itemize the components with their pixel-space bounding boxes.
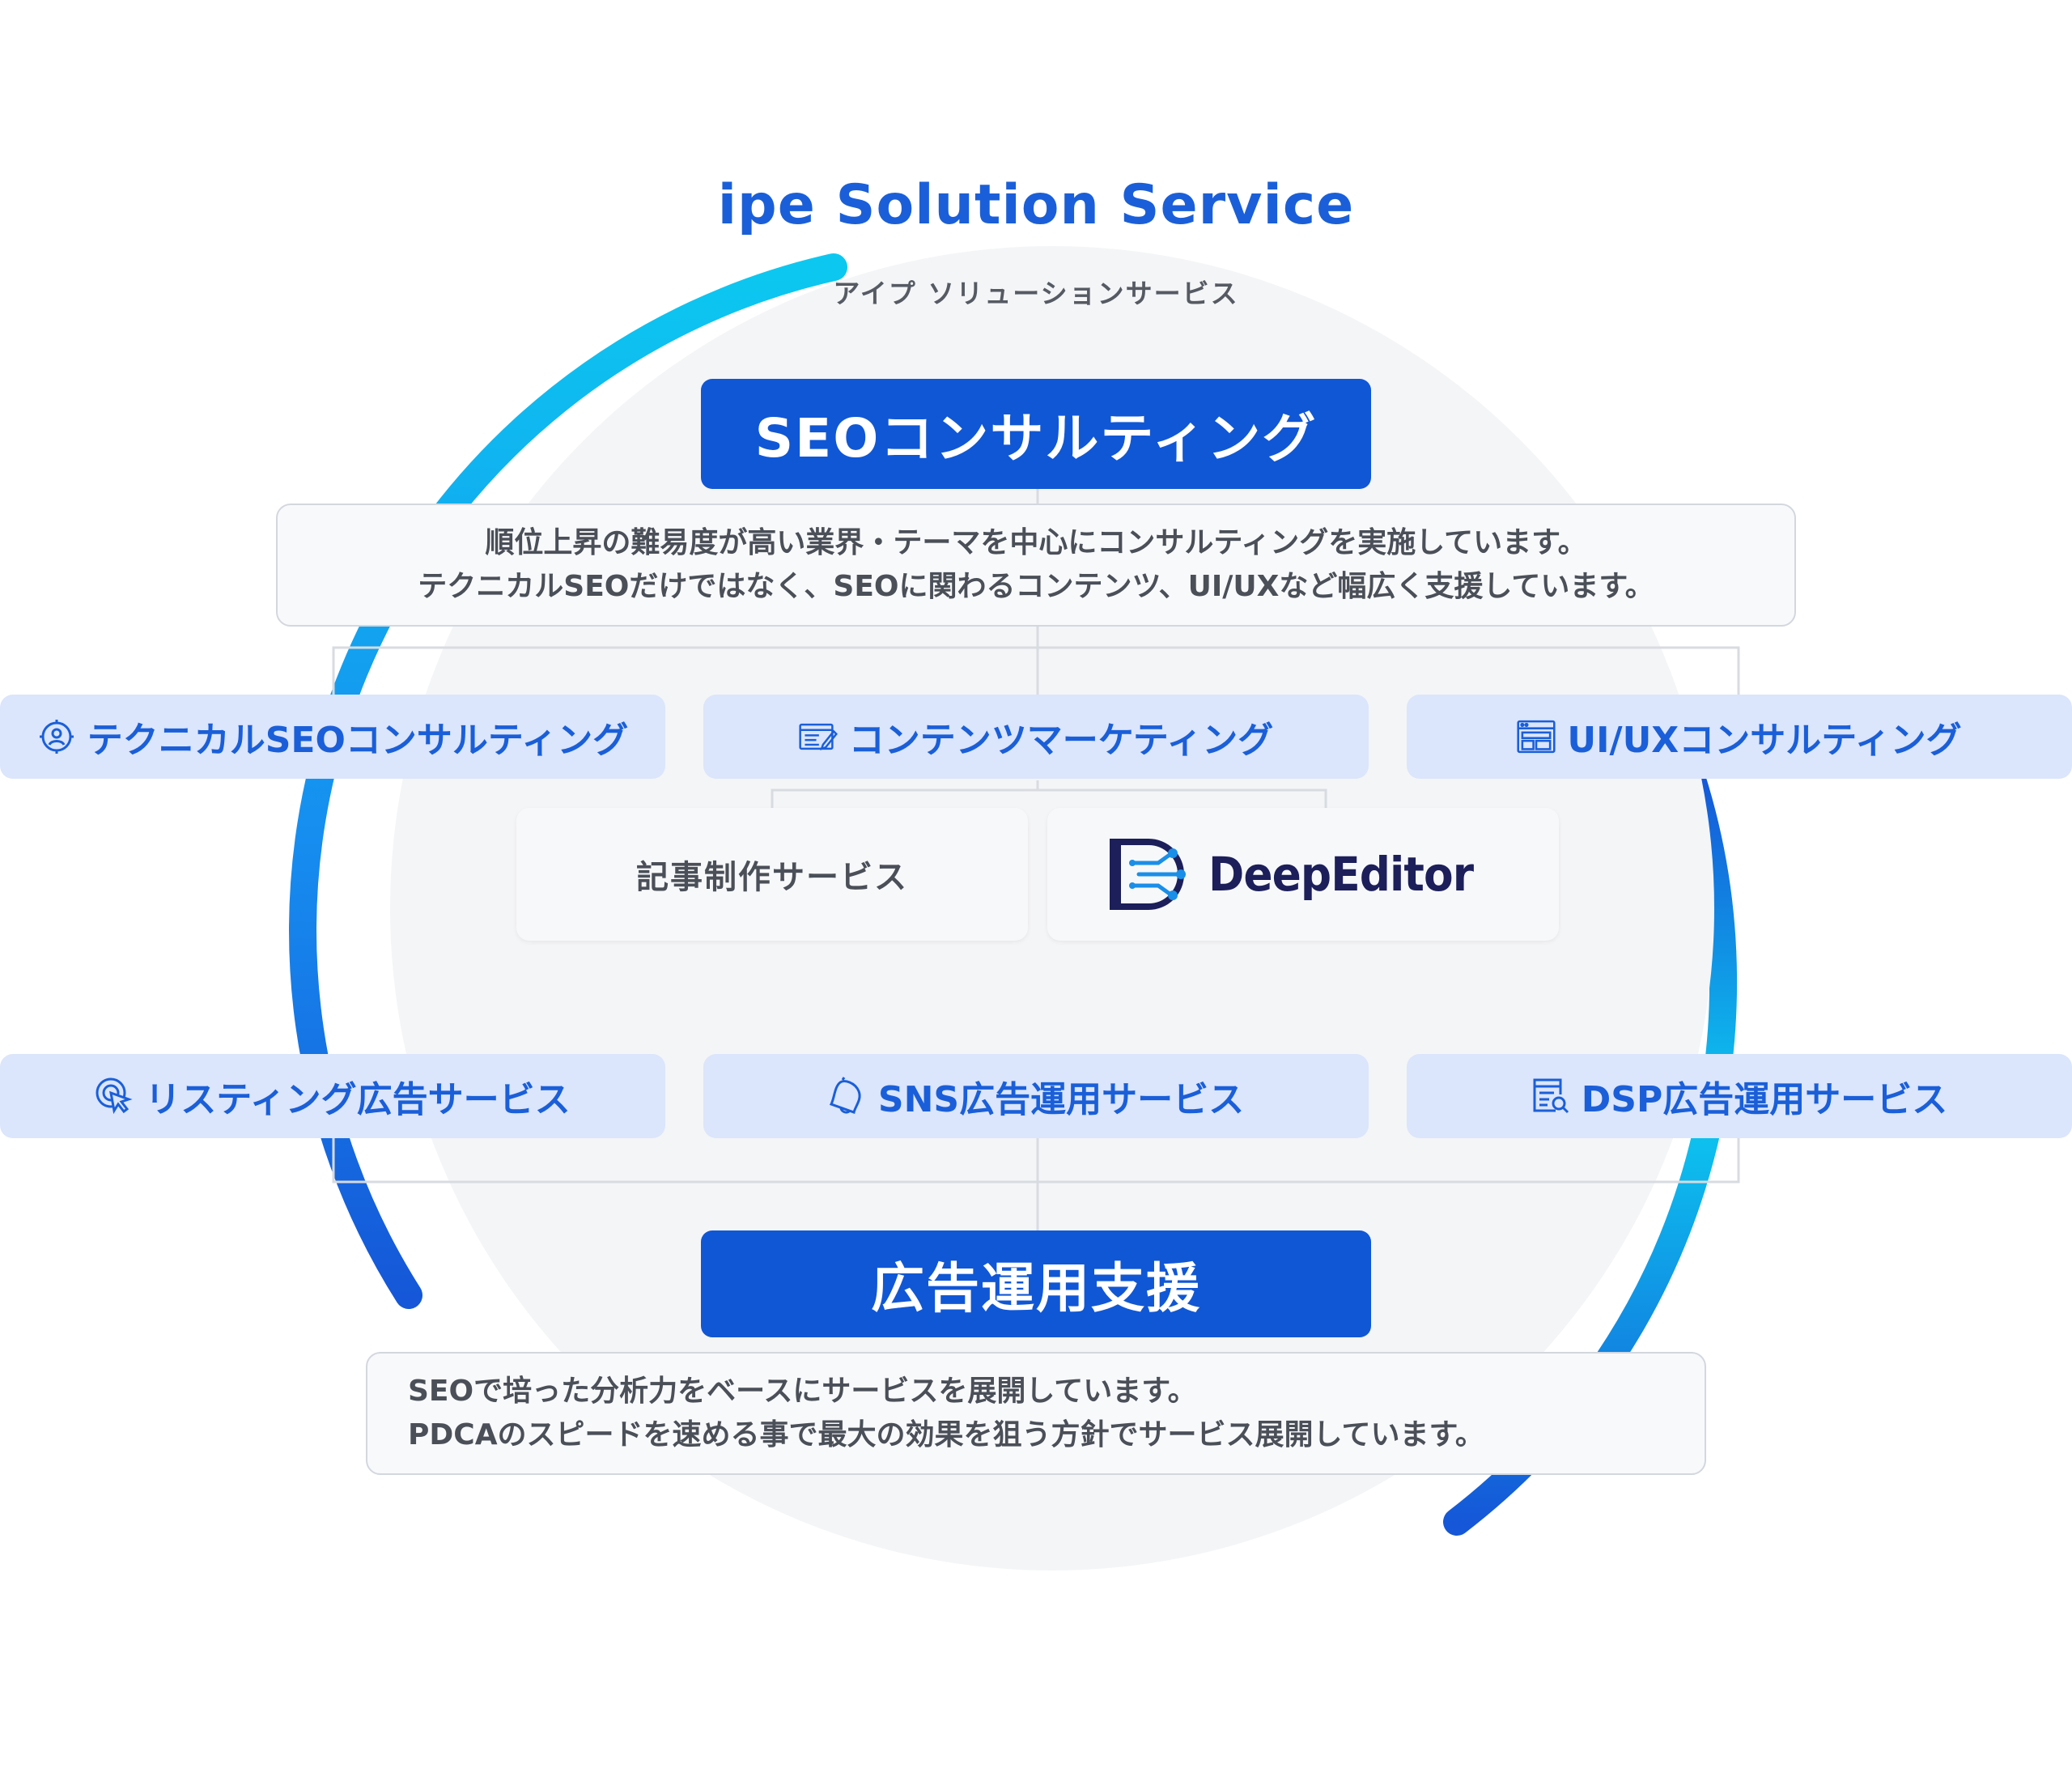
cursor-click-icon <box>95 1077 134 1116</box>
deepeditor-logo-text: DeepEditor <box>1208 847 1474 902</box>
article-edit-icon <box>799 717 838 756</box>
document-search-icon <box>1531 1077 1570 1116</box>
service-label: テクニカルSEOコンサルティング <box>87 720 629 761</box>
service-label: コンテンツマーケティング <box>848 720 1274 761</box>
deepeditor-logo-icon <box>1110 839 1187 910</box>
browser-layout-icon <box>1517 717 1556 756</box>
deepeditor-logo: DeepEditor <box>1110 839 1497 910</box>
seo-description-line: 順位上昇の難易度が高い業界・テーマを中心にコンサルティングを実施しています。 <box>485 526 1587 559</box>
content-marketing-service[interactable]: コンテンツマーケティング <box>703 695 1369 779</box>
target-user-icon <box>37 717 76 756</box>
bell-icon <box>828 1077 867 1116</box>
service-label: DSP広告運用サービス <box>1581 1079 1948 1120</box>
uiux-consulting-service[interactable]: UI/UXコンサルティング <box>1407 695 2072 779</box>
ads-description-line: PDCAのスピードを速める事で最大の効果を狙う方針でサービス展開しています。 <box>408 1418 1484 1451</box>
service-label: SNS広告運用サービス <box>877 1079 1245 1120</box>
ads-description-line: SEOで培った分析力をベースにサービスを展開しています。 <box>408 1375 1197 1408</box>
page-title: ipe Solution Service <box>717 173 1355 237</box>
ads-description-box: SEOで培った分析力をベースにサービスを展開しています。 PDCAのスピードを速… <box>366 1352 1706 1475</box>
service-label: リスティング広告サービス <box>145 1079 571 1120</box>
ad-operation-support-button[interactable]: 広告運用支援 <box>701 1230 1371 1337</box>
seo-description-box: 順位上昇の難易度が高い業界・テーマを中心にコンサルティングを実施しています。 テ… <box>276 504 1796 627</box>
seo-description-line: テクニカルSEOだけではなく、SEOに関わるコンテンツ、UI/UXなど幅広く支援… <box>418 570 1654 603</box>
deepeditor-card[interactable]: DeepEditor <box>1047 808 1559 941</box>
service-label: UI/UXコンサルティング <box>1567 720 1962 761</box>
page-subtitle: アイプ ソリューションサービス <box>833 278 1239 309</box>
technical-seo-service[interactable]: テクニカルSEOコンサルティング <box>0 695 665 779</box>
dsp-ad-service[interactable]: DSP広告運用サービス <box>1407 1054 2072 1138</box>
listing-ad-service[interactable]: リスティング広告サービス <box>0 1054 665 1138</box>
article-production-card[interactable]: 記事制作サービス <box>516 808 1028 941</box>
article-production-label: 記事制作サービス <box>636 859 908 896</box>
sns-ad-service[interactable]: SNS広告運用サービス <box>703 1054 1369 1138</box>
seo-consulting-button[interactable]: SEOコンサルティング <box>701 379 1371 489</box>
